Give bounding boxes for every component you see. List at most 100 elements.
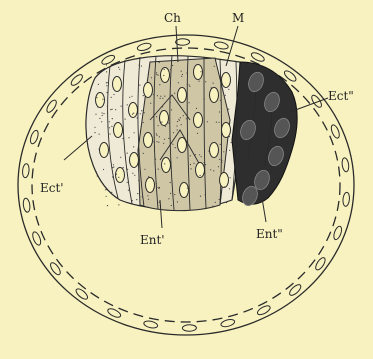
- cell-nucleus: [161, 68, 170, 83]
- stipple-dot: [176, 125, 177, 126]
- stipple-dot: [189, 102, 190, 103]
- stipple-dot: [162, 106, 163, 107]
- stipple-dot: [99, 149, 100, 150]
- stipple-dot: [160, 96, 161, 97]
- cell-nucleus: [144, 83, 153, 98]
- cell-nucleus: [160, 111, 169, 126]
- stipple-dot: [195, 154, 196, 155]
- stipple-dot: [200, 175, 201, 176]
- stipple-dot: [163, 75, 164, 76]
- stipple-dot: [127, 104, 128, 105]
- stipple-dot: [190, 164, 191, 165]
- stipple-dot: [228, 109, 229, 110]
- stipple-dot: [213, 83, 214, 84]
- stipple-dot: [97, 106, 98, 107]
- stipple-dot: [168, 198, 169, 199]
- stipple-dot: [118, 177, 119, 178]
- stipple-dot: [219, 199, 220, 200]
- stipple-dot: [118, 62, 119, 63]
- stipple-dot: [182, 74, 183, 75]
- cell-nucleus: [222, 73, 231, 88]
- stipple-dot: [178, 119, 179, 120]
- stipple-dot: [140, 113, 141, 114]
- stipple-dot: [212, 206, 213, 207]
- stipple-dot: [208, 151, 209, 152]
- stipple-dot: [177, 129, 178, 130]
- stipple-dot: [137, 117, 138, 118]
- stipple-dot: [157, 187, 158, 188]
- stipple-dot: [159, 84, 160, 85]
- stipple-dot: [200, 71, 201, 72]
- stipple-dot: [207, 121, 208, 122]
- stipple-dot: [177, 201, 178, 202]
- stipple-dot: [151, 135, 152, 136]
- stipple-dot: [220, 77, 221, 78]
- label-m: M: [232, 11, 244, 25]
- stipple-dot: [204, 98, 205, 99]
- stipple-dot: [164, 139, 165, 140]
- stipple-dot: [113, 166, 114, 167]
- stipple-dot: [115, 109, 116, 110]
- stipple-dot: [151, 94, 152, 95]
- stipple-dot: [229, 150, 230, 151]
- cell-nucleus: [96, 93, 105, 108]
- label-ect-double: Ect": [328, 89, 354, 103]
- stipple-dot: [231, 142, 232, 143]
- stipple-dot: [159, 136, 160, 137]
- stipple-dot: [200, 196, 201, 197]
- stipple-dot: [102, 115, 103, 116]
- stipple-dot: [134, 175, 135, 176]
- stipple-dot: [158, 188, 159, 189]
- stipple-dot: [103, 169, 104, 170]
- stipple-dot: [165, 126, 166, 127]
- stipple-dot: [164, 69, 165, 70]
- stipple-dot: [153, 141, 154, 142]
- stipple-dot: [161, 122, 162, 123]
- stipple-dot: [109, 133, 110, 134]
- stipple-dot: [141, 110, 142, 111]
- cell-nucleus: [162, 158, 171, 173]
- stipple-dot: [202, 74, 203, 75]
- stipple-dot: [106, 196, 107, 197]
- stipple-dot: [193, 163, 194, 164]
- stipple-dot: [198, 81, 199, 82]
- stipple-dot: [186, 73, 187, 74]
- stipple-dot: [94, 132, 95, 133]
- stipple-dot: [158, 75, 159, 76]
- stipple-dot: [151, 77, 152, 78]
- stipple-dot: [137, 193, 138, 194]
- stipple-dot: [127, 153, 128, 154]
- stipple-dot: [138, 180, 139, 181]
- stipple-dot: [144, 112, 145, 113]
- stipple-dot: [94, 127, 95, 128]
- stipple-dot: [143, 122, 144, 123]
- stipple-dot: [172, 65, 173, 66]
- stipple-dot: [230, 177, 231, 178]
- stipple-dot: [174, 93, 175, 94]
- stipple-dot: [225, 95, 226, 96]
- stipple-dot: [102, 99, 103, 100]
- stipple-dot: [159, 187, 160, 188]
- stipple-dot: [107, 113, 108, 114]
- stipple-dot: [128, 137, 129, 138]
- stipple-dot: [219, 111, 220, 112]
- stipple-dot: [118, 67, 119, 68]
- cell-nucleus: [116, 168, 125, 183]
- wall-nucleus: [137, 42, 152, 52]
- stipple-dot: [160, 98, 161, 99]
- stipple-dot: [180, 117, 181, 118]
- stipple-dot: [139, 65, 140, 66]
- stipple-dot: [109, 127, 110, 128]
- stipple-dot: [183, 115, 184, 116]
- cell-nucleus: [210, 143, 219, 158]
- stipple-dot: [134, 132, 135, 133]
- stipple-dot: [156, 141, 157, 142]
- stipple-dot: [205, 164, 206, 165]
- stipple-dot: [175, 147, 176, 148]
- stipple-dot: [211, 87, 212, 88]
- stipple-dot: [153, 94, 154, 95]
- cell-nucleus: [178, 138, 187, 153]
- stipple-dot: [119, 69, 120, 70]
- wall-nucleus: [182, 325, 196, 332]
